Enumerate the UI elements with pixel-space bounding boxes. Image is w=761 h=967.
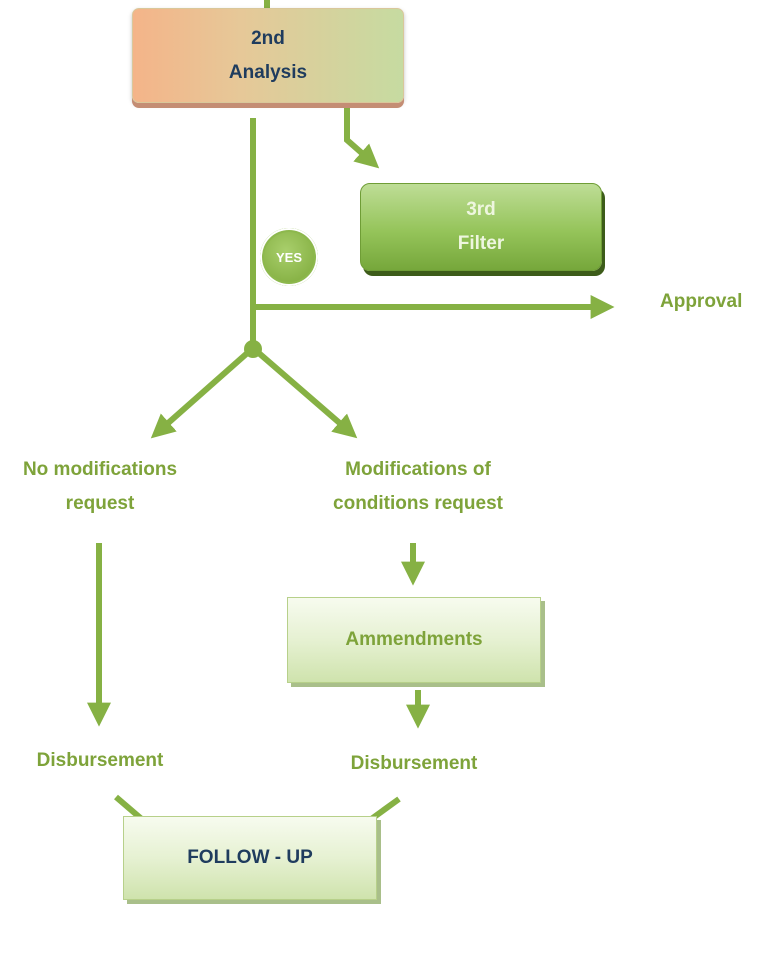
analysis-line1: 2nd [251,27,285,49]
yes-badge: YES [260,228,318,286]
filter-box: 3rd Filter [360,183,602,271]
arrow-to-no-modifications [150,345,255,439]
ammendments-box: Ammendments [287,597,541,683]
modifications-line1: Modifications of [345,459,491,480]
analysis-box: 2nd Analysis [132,8,404,103]
no-modifications-label: No modifications request [0,453,200,521]
follow-up-label: FOLLOW - UP [187,847,313,868]
modifications-line2: conditions request [333,493,503,514]
disbursement-left-label: Disbursement [36,750,164,771]
filter-line1: 3rd [466,199,496,220]
ammendments-label: Ammendments [345,629,483,650]
follow-up-box: FOLLOW - UP [123,816,377,900]
no-modifications-line1: No modifications [22,459,178,480]
approval-label: Approval [660,291,743,312]
filter-line2: Filter [457,233,505,254]
disbursement-right-label: Disbursement [350,753,478,774]
junction-dot [244,340,262,358]
modifications-label: Modifications of conditions request [318,453,518,521]
no-modifications-line2: request [65,493,135,514]
arrow-to-modifications [251,345,358,439]
yes-label: YES [275,249,302,265]
analysis-line2: Analysis [228,61,308,83]
arrow-analysis-to-filter [344,106,380,169]
